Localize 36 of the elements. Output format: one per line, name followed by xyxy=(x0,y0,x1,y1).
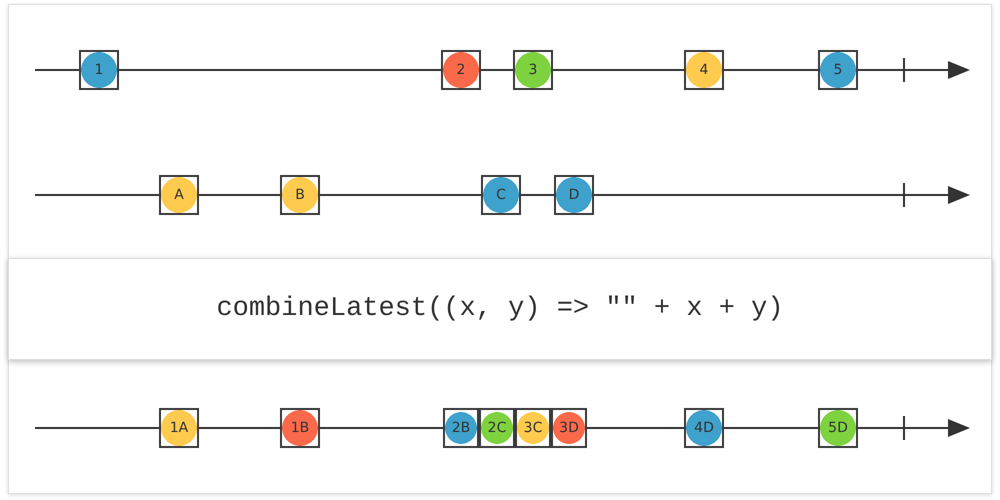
marble-label: 4D xyxy=(694,420,714,436)
marble-label: A xyxy=(174,187,184,203)
marble xyxy=(684,50,724,90)
marble xyxy=(515,408,551,448)
marble-label: 5D xyxy=(828,420,848,436)
marble xyxy=(684,408,724,448)
marble xyxy=(818,50,858,90)
marble xyxy=(479,408,515,448)
marble-label: D xyxy=(568,187,580,203)
marble xyxy=(443,408,479,448)
marble-label: 2 xyxy=(456,62,466,78)
marble-label: 2C xyxy=(488,420,506,436)
marble-label: 1B xyxy=(290,420,310,436)
marble xyxy=(280,408,320,448)
marble xyxy=(481,175,521,215)
marble xyxy=(159,408,199,448)
operator-box xyxy=(8,258,992,360)
marble-label: 2B xyxy=(452,420,470,436)
marble-label: 1A xyxy=(170,420,188,436)
marble xyxy=(513,50,553,90)
marble-label: 4 xyxy=(700,62,708,78)
marble-label: 1 xyxy=(94,62,104,78)
marble-label: B xyxy=(295,187,305,203)
marble xyxy=(159,175,199,215)
operator-label: combineLatest((x, y) => "" + x + y) xyxy=(216,294,784,324)
marble xyxy=(280,175,320,215)
marble-label: C xyxy=(496,187,506,203)
marble-label: 5 xyxy=(834,62,842,78)
marble xyxy=(818,408,858,448)
marble xyxy=(79,50,119,90)
marble xyxy=(554,175,594,215)
marble-label: 3 xyxy=(528,62,538,78)
marble-label: 3D xyxy=(559,420,579,436)
marble-label: 3C xyxy=(524,420,542,436)
marble xyxy=(441,50,481,90)
marble xyxy=(551,408,587,448)
